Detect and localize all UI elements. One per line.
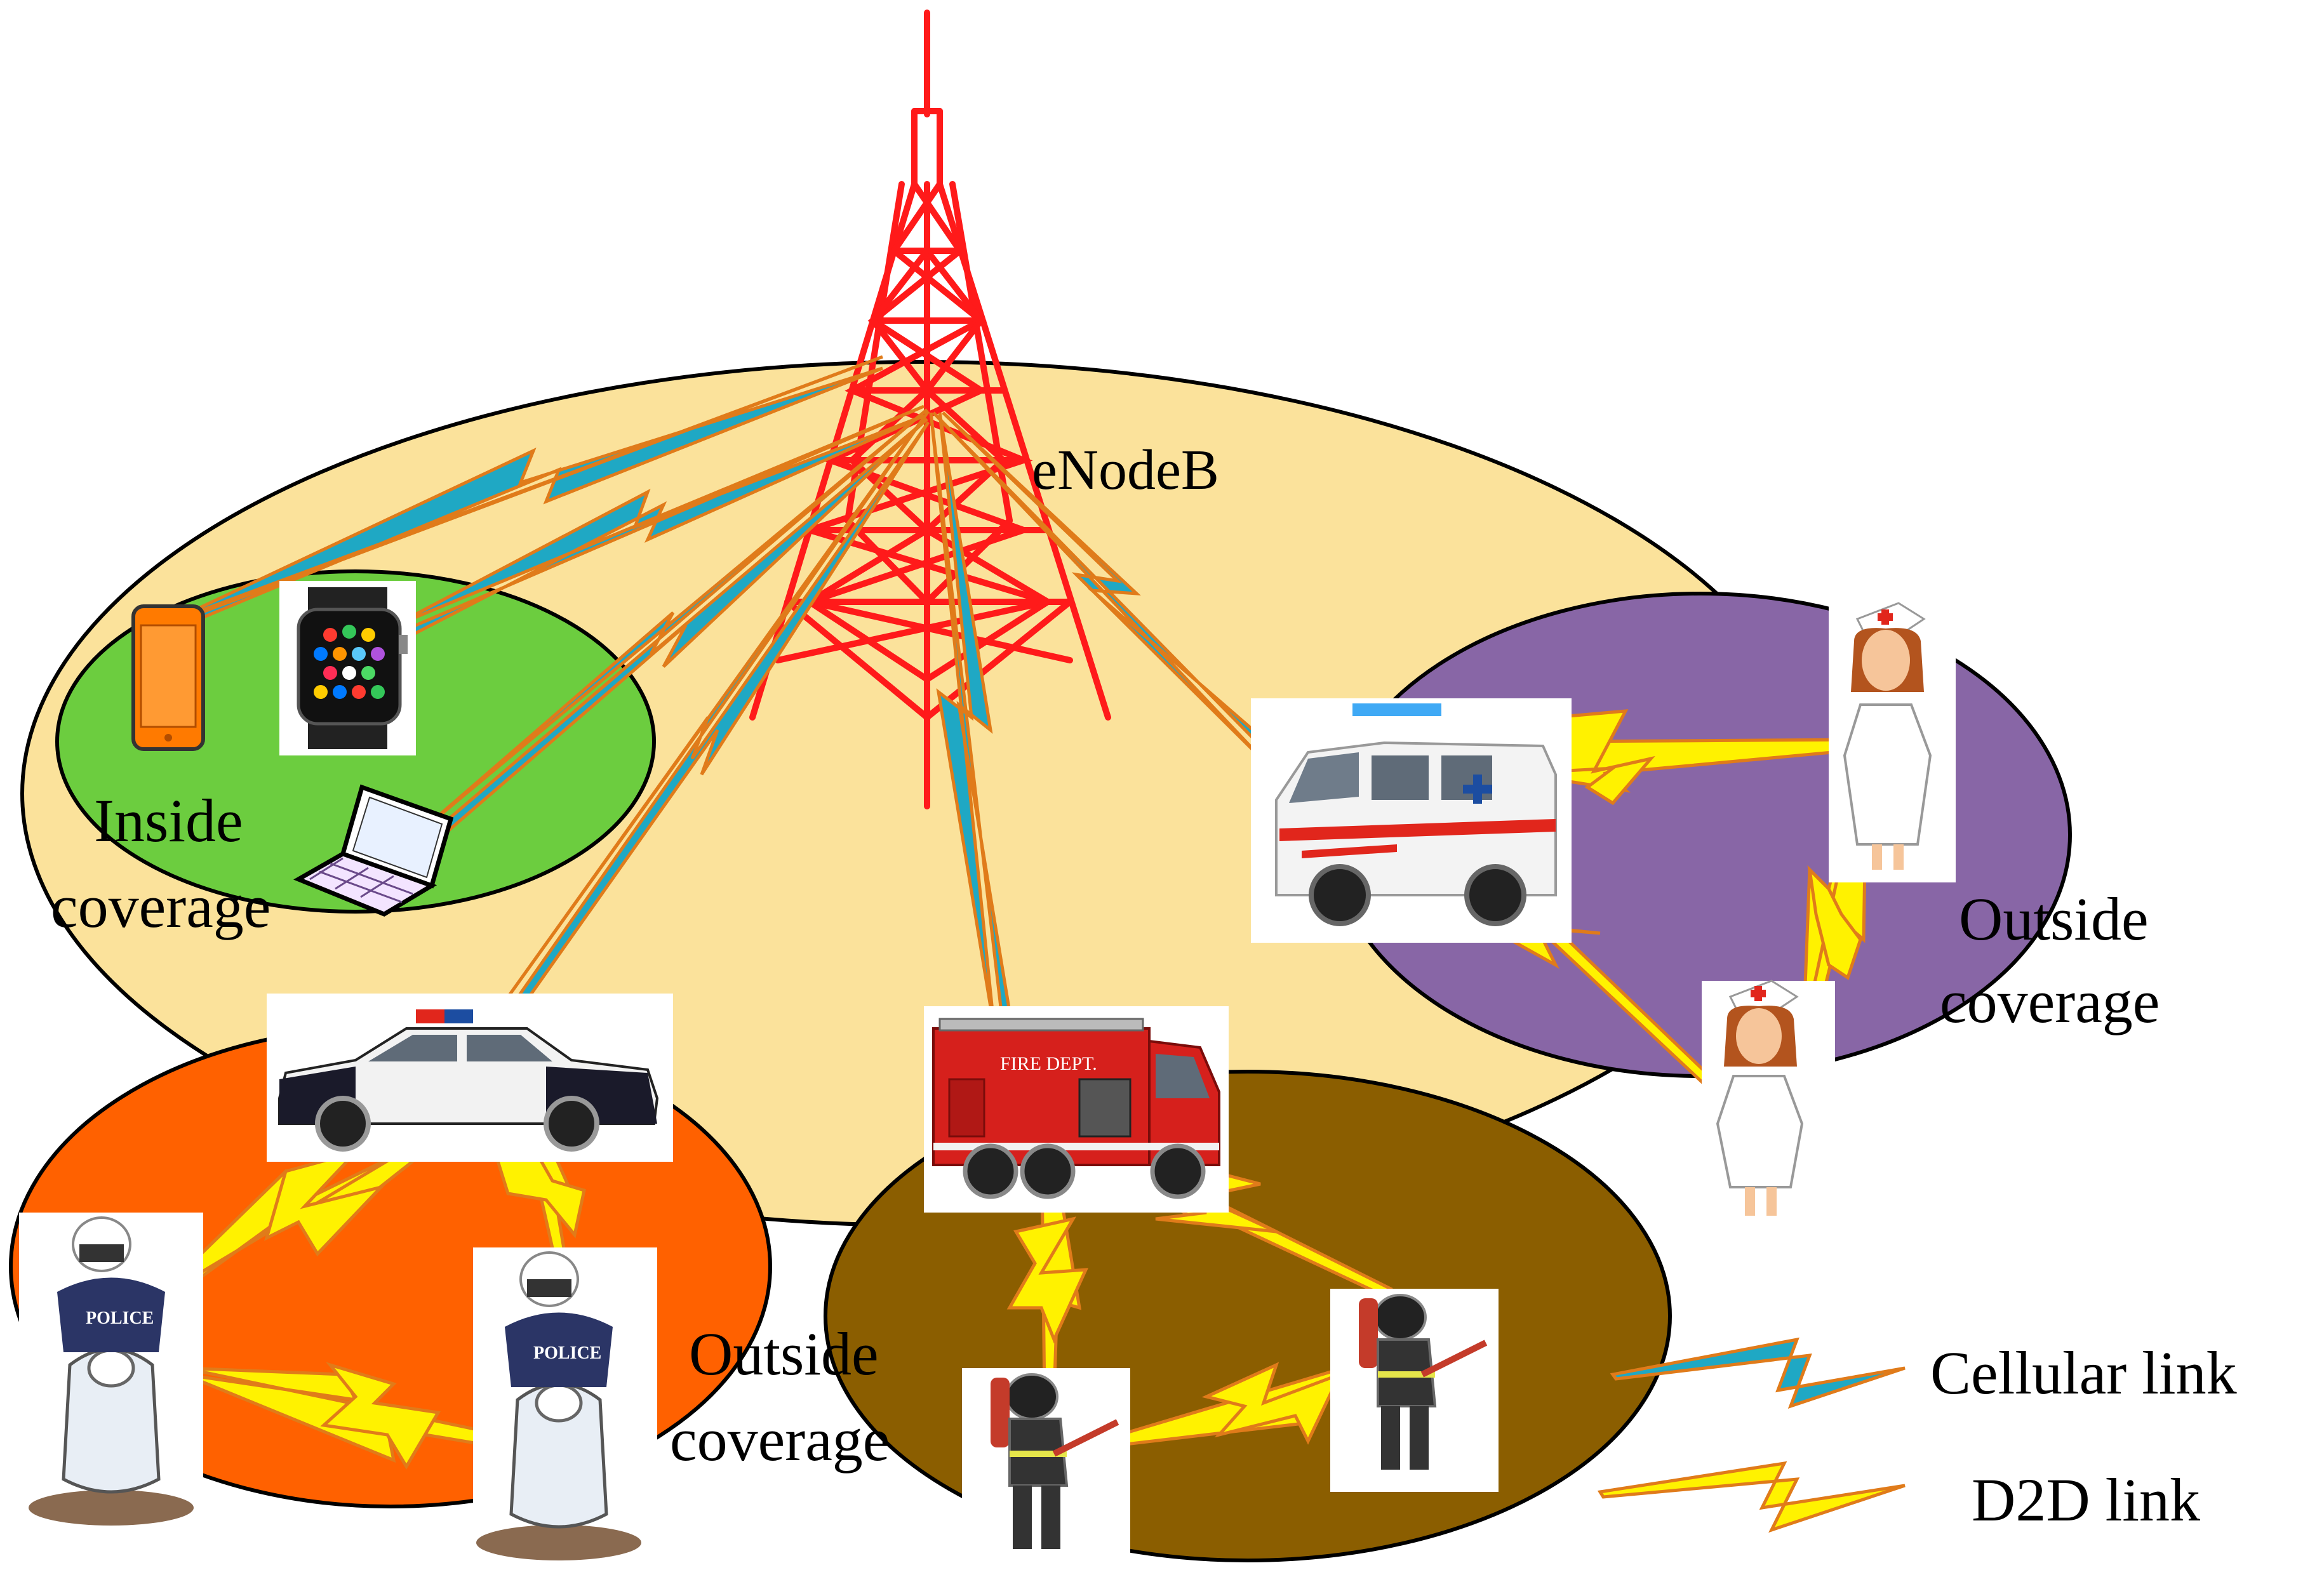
outside-right-label-1: Outside (1959, 885, 2149, 953)
ff-left-leg-right (1041, 1486, 1060, 1549)
outside-bottom-label-2: coverage (670, 1406, 890, 1473)
smartwatch (279, 581, 416, 755)
police-car (267, 994, 673, 1162)
watch-crown (399, 635, 408, 654)
police-car-lightbar-blue (444, 1009, 473, 1023)
outside-bottom-label-1: Outside (689, 1320, 879, 1388)
legend-d2d: D2D link (1597, 1461, 2200, 1534)
police-officer-right: POLICE (473, 1247, 657, 1562)
laptop-keys (309, 857, 413, 903)
nurse-bottom-dress (1716, 1075, 1804, 1188)
police-officer-left: POLICE (19, 1213, 203, 1527)
nurse-bottom-face (1736, 1008, 1782, 1064)
legend-cellular-label: Cellular link (1930, 1339, 2237, 1407)
smartphone-screen (140, 624, 197, 728)
nurse-top-leg-right (1893, 844, 1904, 870)
ff-left-leg-left (1013, 1486, 1032, 1549)
ambulance-windshield (1289, 752, 1359, 803)
ff-left-axe (1052, 1419, 1119, 1457)
ambulance-side-window (1372, 755, 1429, 800)
legend: Cellular link D2D link (1597, 1337, 2237, 1534)
nurse-top (1829, 594, 1956, 882)
officer-left-headlight (87, 1348, 135, 1388)
officer-left-base (29, 1490, 194, 1526)
ambulance-wheel-rear (1464, 864, 1526, 926)
ambulance-wheel-front (1309, 864, 1371, 926)
laptop-keyboard (293, 851, 437, 917)
police-car-window-rear (467, 1035, 552, 1061)
legend-cellular-swatch (1610, 1337, 1906, 1409)
legend-d2d-swatch (1597, 1461, 1906, 1533)
laptop-screen-inner (352, 796, 443, 879)
ff-right-leg-right (1410, 1406, 1429, 1470)
nurse-top-face (1862, 630, 1910, 691)
ff-left-helmet (1005, 1373, 1058, 1420)
ff-left-stripe (1010, 1451, 1067, 1457)
nurse-bottom (1702, 980, 1835, 1232)
ambulance-red-stripe (1279, 819, 1556, 841)
firetruck-ladder (938, 1018, 1144, 1032)
d2d-link-ambulance-nurse-top-zig (1553, 709, 1655, 806)
firetruck-panel-2 (1078, 1078, 1132, 1138)
ff-right-tank (1359, 1298, 1378, 1368)
outside-right-label-2: coverage (1940, 968, 2160, 1035)
nurse-top-leg-left (1872, 844, 1882, 870)
nurse-top-dress (1843, 703, 1932, 846)
ff-left-tank (991, 1378, 1010, 1447)
legend-d2d-label: D2D link (1972, 1466, 2200, 1534)
officer-right-visor (527, 1279, 571, 1297)
firetruck-panel-1 (948, 1078, 985, 1138)
officer-left-body (57, 1277, 165, 1352)
fire-truck: FIRE DEPT. (924, 1006, 1229, 1213)
inside-coverage-label-2: coverage (51, 872, 270, 940)
ambulance-light-bar (1352, 703, 1441, 716)
firetruck-wheel-3 (1150, 1143, 1206, 1199)
police-car-wheel-rear (544, 1096, 599, 1152)
officer-right-headlight (535, 1383, 583, 1423)
firetruck-wheel-1 (963, 1143, 1018, 1199)
d2d-link-ff-ff-zig (1201, 1362, 1343, 1445)
ff-right-helmet (1373, 1294, 1427, 1341)
smartphone-button (164, 734, 172, 741)
officer-left-badge: POLICE (86, 1308, 154, 1328)
ff-right-stripe (1378, 1371, 1435, 1378)
officer-left-visor (79, 1244, 124, 1262)
firefighter-right (1330, 1289, 1499, 1492)
firetruck-wheel-2 (1020, 1143, 1076, 1199)
firefighter-left (962, 1368, 1130, 1571)
ambulance-red-stripe-2 (1302, 844, 1397, 858)
ff-right-axe (1420, 1340, 1488, 1378)
inside-coverage-label-1: Inside (94, 787, 243, 855)
enodeb-label: eNodeB (1032, 439, 1219, 502)
officer-right-base (476, 1525, 641, 1560)
smartphone (131, 604, 205, 751)
nurse-bottom-leg-left (1745, 1187, 1755, 1216)
police-car-wheel-front (315, 1096, 371, 1152)
d2d-link-nurse-nurse-zig (1807, 865, 1862, 980)
firetruck-windshield (1156, 1054, 1210, 1098)
laptop (293, 784, 454, 917)
ambulance-star-of-life (1463, 775, 1492, 804)
police-car-window-front (368, 1035, 457, 1061)
officer-right-badge: POLICE (533, 1343, 601, 1363)
ambulance (1251, 698, 1572, 943)
nurse-bottom-leg-right (1766, 1187, 1777, 1216)
officer-right-body (505, 1312, 613, 1387)
firetruck-label: FIRE DEPT. (1000, 1053, 1097, 1074)
ff-right-leg-left (1381, 1406, 1400, 1470)
d2d-link-truck-ff-left-zig (1006, 1216, 1089, 1344)
legend-cellular: Cellular link (1610, 1337, 2237, 1409)
d2d-link-officer-officer-zig (320, 1362, 441, 1470)
watch-app-icons (314, 625, 385, 699)
